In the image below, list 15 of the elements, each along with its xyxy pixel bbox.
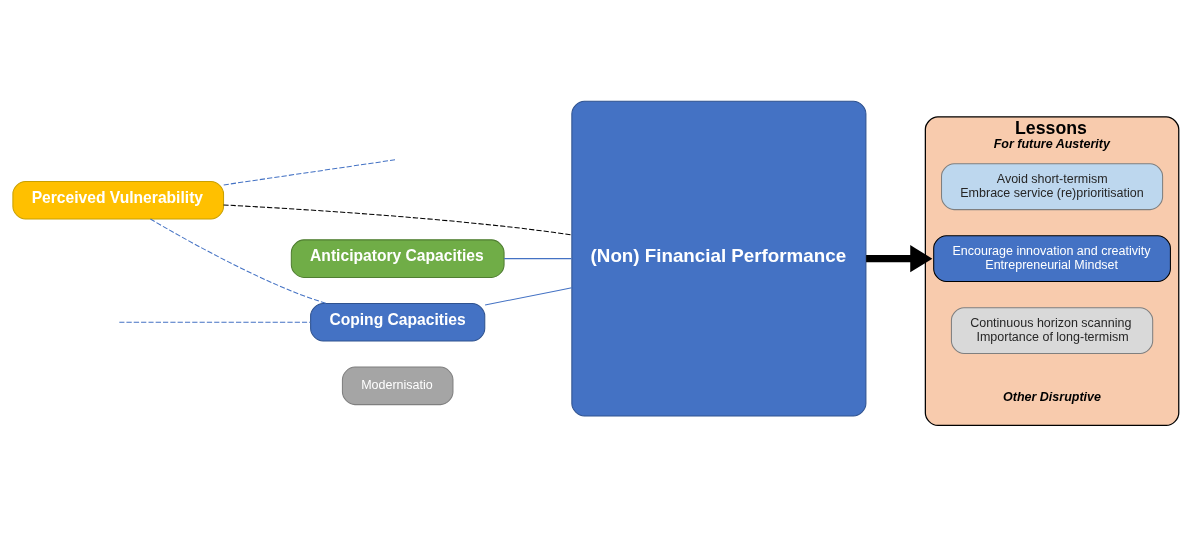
node-box: (Non) Financial Performance xyxy=(571,100,867,417)
connector xyxy=(149,218,327,304)
node-box: Coping Capacities xyxy=(310,302,486,342)
connector xyxy=(223,158,398,185)
connector xyxy=(118,321,311,323)
node-box: Anticipatory Capacities xyxy=(290,238,505,278)
node-box: Continuous horizon scanning Importance of long-termism xyxy=(950,306,1154,354)
connector xyxy=(223,203,573,235)
node-box: Modernisatio xyxy=(341,366,454,405)
connector xyxy=(503,257,573,259)
node-box: Encourage innovation and creativity Entrepreneurial Mindset xyxy=(933,234,1171,282)
node-box: Avoid short-termism Embrace service (re)prioritisation xyxy=(941,162,1164,210)
node-box: Perceived Vulnerability xyxy=(12,180,225,220)
arrow xyxy=(866,244,933,272)
connector xyxy=(484,286,573,306)
